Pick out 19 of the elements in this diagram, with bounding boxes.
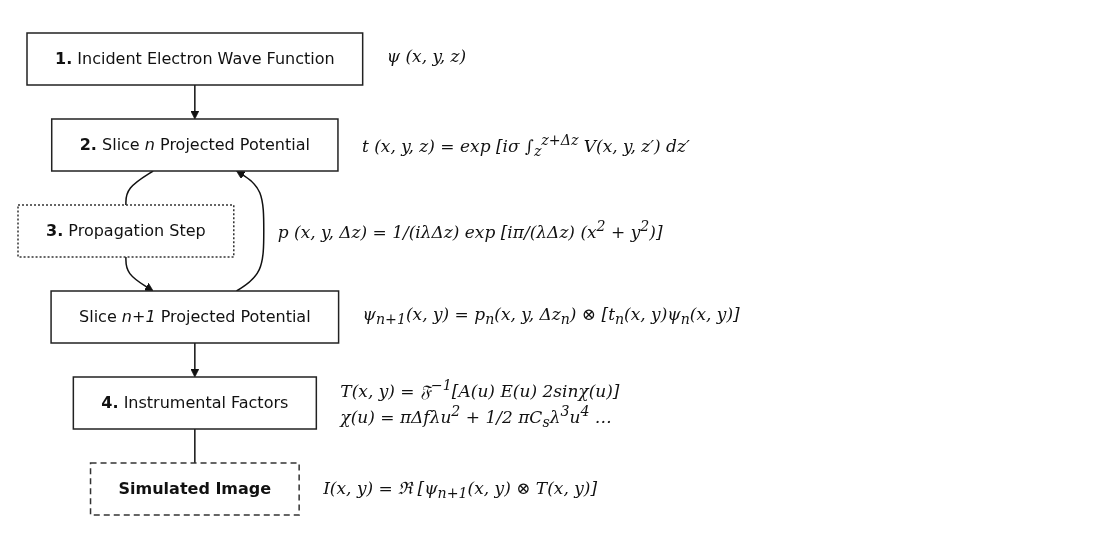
equation: p (x, y, Δz) = 1/(iλΔz) exp [iπ/(λΔz) (x$^{2}$ + y$^{2}$)] — [277, 218, 663, 242]
equation: I(x, y) = ℜ [ψ$_{n+1}$(x, y) ⊗ T(x, y)] — [323, 477, 598, 502]
arrow — [235, 170, 265, 292]
equation: t (x, y, z) = exp [iσ ∫$_{z}$$^{z+Δz}$ V(x, y, z′) dz′ — [361, 132, 690, 160]
arrow — [190, 342, 200, 378]
node-box: 4. Instrumental Factors — [72, 376, 318, 430]
arrow — [125, 256, 154, 292]
arrow — [190, 84, 200, 120]
node-box: 1. Incident Electron Wave Function — [26, 32, 364, 86]
connector — [194, 428, 196, 464]
node-box: 3. Propagation Step — [17, 204, 235, 258]
node-box: Slice n+1 Projected Potential — [50, 290, 340, 344]
node-box: Simulated Image — [89, 462, 300, 516]
node-box: 2. Slice n Projected Potential — [50, 118, 339, 172]
equation: ψ$_{n+1}$(x, y) = p$_{n}$(x, y, Δz$_{n}$) ⊗ [t$_{n}$(x, y)ψ$_{n}$(x, y)] — [362, 304, 740, 328]
equation: χ(u) = πΔfλu$^{2}$ + 1/2 πC$_{s}$λ$^{3}$u$^{4}$ … — [340, 403, 612, 431]
equation: T(x, y) = 𝔉$^{−1}$[A(u) E(u) 2sinχ(u)] — [340, 377, 620, 401]
equation: ψ (x, y, z) — [386, 46, 467, 66]
connector — [125, 170, 154, 206]
